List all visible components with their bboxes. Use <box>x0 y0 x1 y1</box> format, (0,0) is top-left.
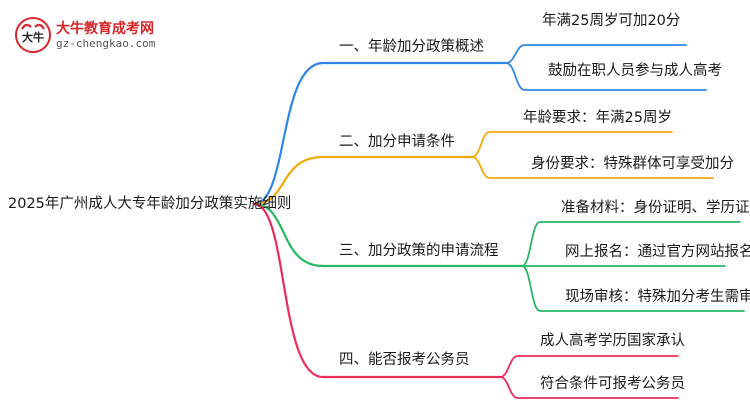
leaf-2-1: 年龄要求：年满25周岁 <box>523 110 672 126</box>
leaf-connector-4-1 <box>499 355 679 378</box>
logo-mark-text: 大牛 <box>22 30 44 44</box>
bull-logo-icon: 大牛 <box>15 17 51 53</box>
leaf-1-1: 年满25周岁可加20分 <box>542 13 681 29</box>
leaf-3-1: 准备材料：身份证明、学历证明 <box>561 200 750 216</box>
logo-title: 大牛教育成考网 <box>56 21 154 37</box>
leaf-connector-3-1 <box>521 221 741 267</box>
branch-label-2: 二、加分申请条件 <box>339 134 455 150</box>
leaf-connector-2-1 <box>471 131 673 158</box>
branch-label-3: 三、加分政策的申请流程 <box>339 243 499 259</box>
leaf-4-1: 成人高考学历国家承认 <box>540 333 685 349</box>
leaf-connector-1-2 <box>505 62 707 91</box>
branch-label-1: 一、年龄加分政策概述 <box>339 39 484 55</box>
branch-label-4: 四、能否报考公务员 <box>339 352 470 368</box>
branch-connector-2 <box>252 155 474 206</box>
leaf-connector-2-2 <box>471 156 714 179</box>
branch-connector-3 <box>252 202 524 268</box>
leaf-3-2: 网上报名：通过官方网站报名 <box>565 244 750 260</box>
branch-connector-4 <box>252 202 502 379</box>
logo-url: gz-chengkao.com <box>56 37 156 50</box>
root-topic: 2025年广州成人大专年龄加分政策实施细则 <box>8 196 292 212</box>
leaf-1-2: 鼓励在职人员参与成人高考 <box>548 63 722 79</box>
leaf-connector-3-3 <box>521 265 745 312</box>
leaf-3-3: 现场审核：特殊加分考生需审核 <box>565 289 750 305</box>
leaf-connector-4-2 <box>499 376 679 399</box>
site-logo[interactable]: 大牛 大牛教育成考网 gz-chengkao.com <box>14 16 174 56</box>
leaf-2-2: 身份要求：特殊群体可享受加分 <box>531 156 734 172</box>
leaf-4-2: 符合条件可报考公务员 <box>540 376 685 392</box>
branch-connector-1 <box>252 61 508 206</box>
leaf-connector-1-1 <box>505 44 687 64</box>
